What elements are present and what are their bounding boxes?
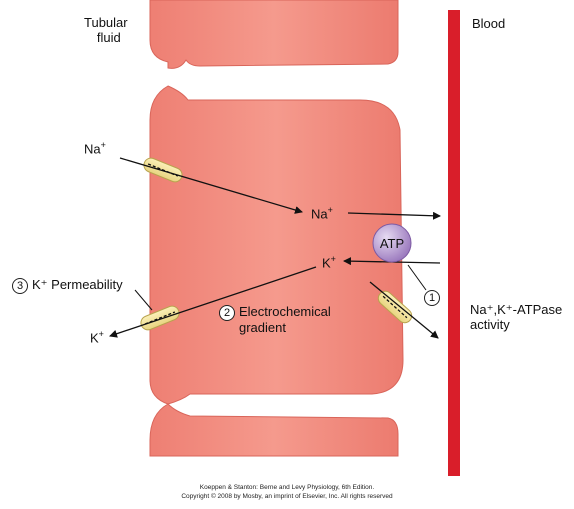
- pump-line2: activity: [470, 318, 562, 333]
- tubular-fluid-label: Tubular fluid: [84, 16, 128, 46]
- credit-line-2: Copyright © 2008 by Mosby, an imprint of…: [0, 493, 574, 500]
- step-1-badge: 1: [424, 290, 440, 306]
- electrochem-line1: Electrochemical: [239, 304, 331, 319]
- k-cell-label: K+: [322, 254, 336, 271]
- electrochem-line2: gradient: [219, 321, 331, 336]
- permeability-pointer: [135, 290, 152, 310]
- atp-label: ATP: [380, 236, 404, 251]
- na-tubular-label: Na+: [84, 140, 106, 157]
- pump-pointer: [408, 265, 426, 290]
- blood-vessel: [448, 10, 460, 476]
- step-3-badge: 3: [12, 278, 28, 294]
- na-cell-text: Na: [311, 206, 328, 221]
- credit-line-1: Koeppen & Stanton: Berne and Levy Physio…: [0, 484, 574, 491]
- k-permeability-text: K⁺ Permeability: [32, 277, 123, 292]
- k-out-text: K: [90, 330, 99, 345]
- electrochemical-label: 2 Electrochemical gradient: [219, 305, 331, 336]
- na-cell-label: Na+: [311, 205, 333, 222]
- pump-number: 1: [424, 290, 444, 306]
- na-tubular-charge: +: [101, 140, 106, 150]
- epithelial-cell: [150, 86, 403, 404]
- pump-activity-label: Na⁺,K⁺-ATPase activity: [470, 303, 562, 333]
- upper-cell: [150, 0, 398, 68]
- k-permeability-label: 3 K⁺ Permeability: [12, 278, 123, 294]
- k-cell-charge: +: [331, 254, 336, 264]
- k-out-label: K+: [90, 329, 104, 346]
- blood-label: Blood: [472, 17, 505, 32]
- na-cell-charge: +: [328, 205, 333, 215]
- lower-cell: [150, 404, 398, 456]
- tubular-fluid-line2: fluid: [84, 31, 128, 46]
- tubular-fluid-line1: Tubular: [84, 16, 128, 31]
- k-out-charge: +: [99, 329, 104, 339]
- k-cell-text: K: [322, 255, 331, 270]
- pump-line1: Na⁺,K⁺-ATPase: [470, 303, 562, 318]
- step-2-badge: 2: [219, 305, 235, 321]
- na-tubular-text: Na: [84, 141, 101, 156]
